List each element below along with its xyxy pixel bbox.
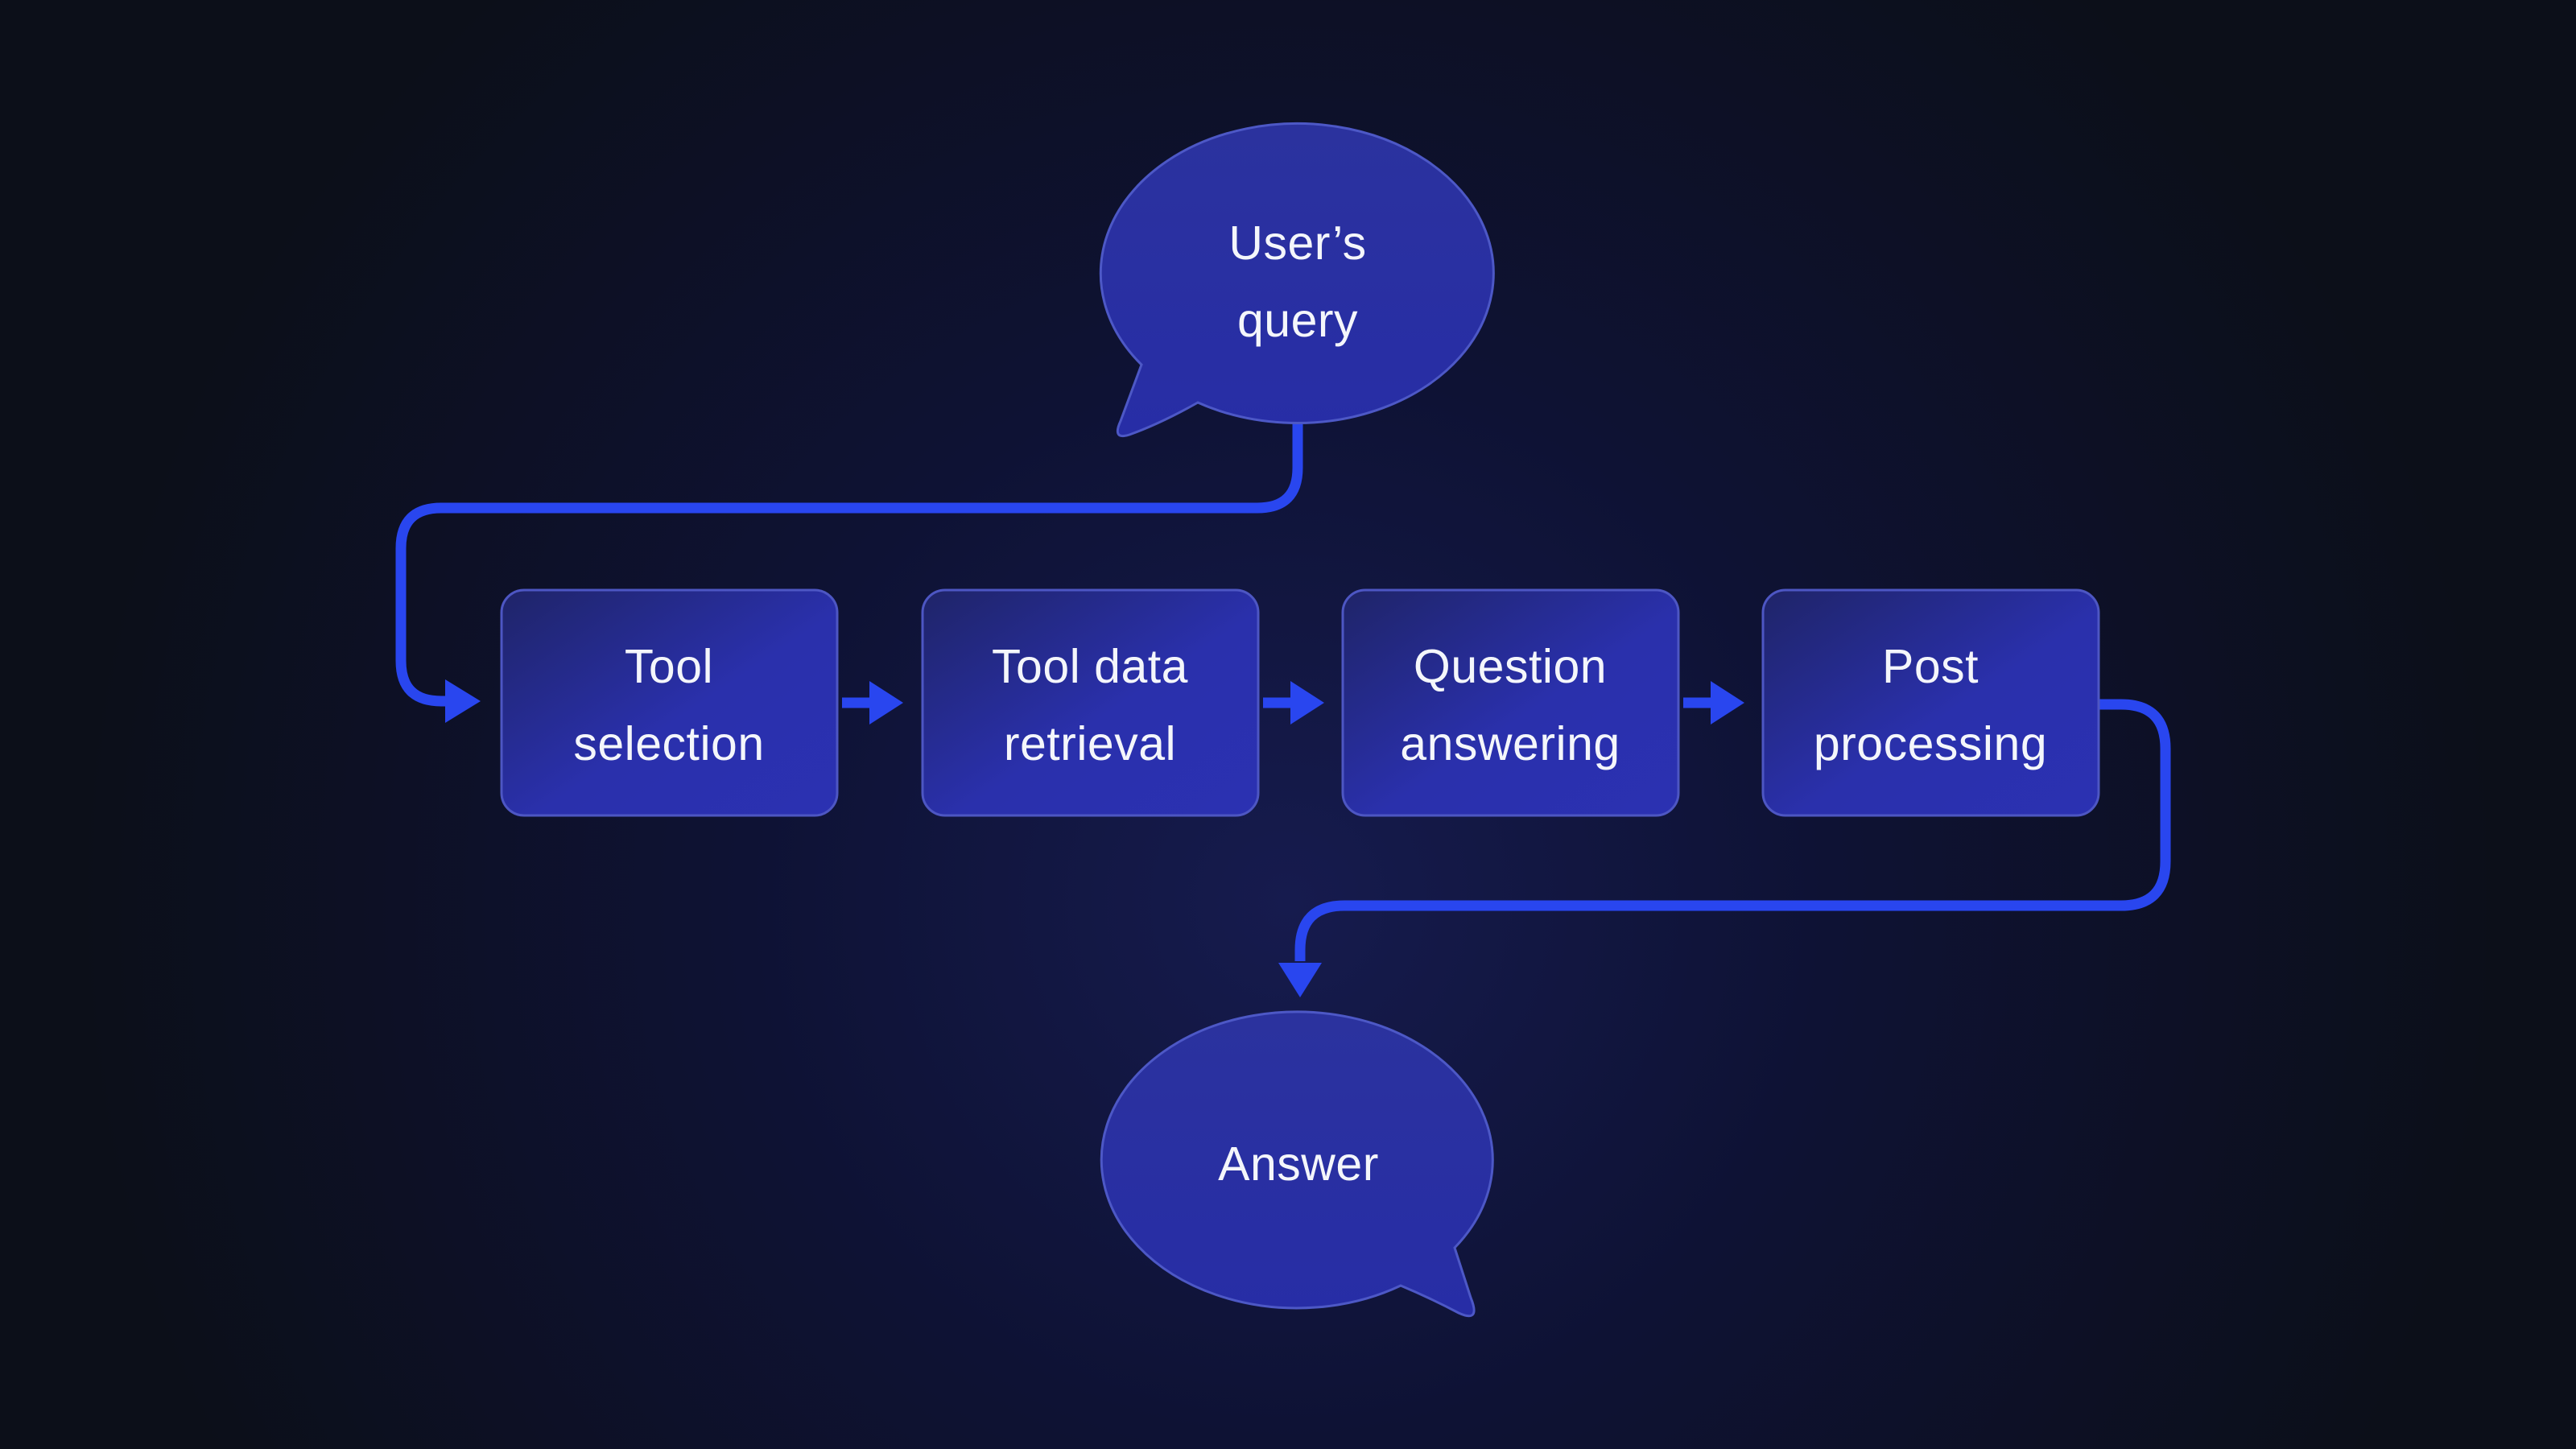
- connector-toolselection-to-tooldata: [842, 681, 903, 724]
- step-box-shape: [1341, 588, 1680, 817]
- node-label-line2: selection: [573, 717, 764, 770]
- arrowhead-down-icon: [1278, 963, 1322, 997]
- connector-line: [1294, 699, 2171, 961]
- node-label-line2: retrieval: [1004, 717, 1176, 770]
- speech-bubble-shape: [1100, 1010, 1494, 1318]
- step-box-shape: [1761, 588, 2100, 817]
- step-box-shape: [500, 588, 839, 817]
- connector-query-to-tool-selection: [395, 419, 1303, 723]
- node-label-line1: Post: [1882, 640, 1979, 693]
- arrowhead-right-icon: [1290, 681, 1324, 724]
- node-label-line2: processing: [1814, 717, 2047, 770]
- node-label-line1: Tool data: [992, 640, 1188, 693]
- node-label-line2: answering: [1400, 717, 1620, 770]
- connector-postprocessing-to-answer: [1278, 699, 2171, 997]
- step-box-shape: [921, 588, 1260, 817]
- node-answer: Answer: [1100, 1010, 1494, 1318]
- connector-line: [395, 419, 1303, 707]
- node-label-line1: Question: [1414, 640, 1607, 693]
- node-label-line1: User’s: [1228, 217, 1366, 270]
- node-label-line2: query: [1237, 294, 1358, 347]
- arrowhead-right-icon: [445, 679, 481, 723]
- connector-questionanswering-to-postprocessing: [1683, 681, 1744, 724]
- node-question-answering: Question answering: [1341, 588, 1680, 817]
- arrowhead-right-icon: [869, 681, 903, 724]
- node-post-processing: Post processing: [1761, 588, 2100, 817]
- node-tool-data-retrieval: Tool data retrieval: [921, 588, 1260, 817]
- node-users-query: User’s query: [1099, 122, 1495, 438]
- speech-bubble-shape: [1099, 122, 1495, 438]
- node-tool-selection: Tool selection: [500, 588, 839, 817]
- node-label: Answer: [1218, 1137, 1379, 1191]
- node-label-line1: Tool: [625, 640, 713, 693]
- connector-tooldata-to-questionanswering: [1263, 681, 1324, 724]
- arrowhead-right-icon: [1711, 681, 1744, 724]
